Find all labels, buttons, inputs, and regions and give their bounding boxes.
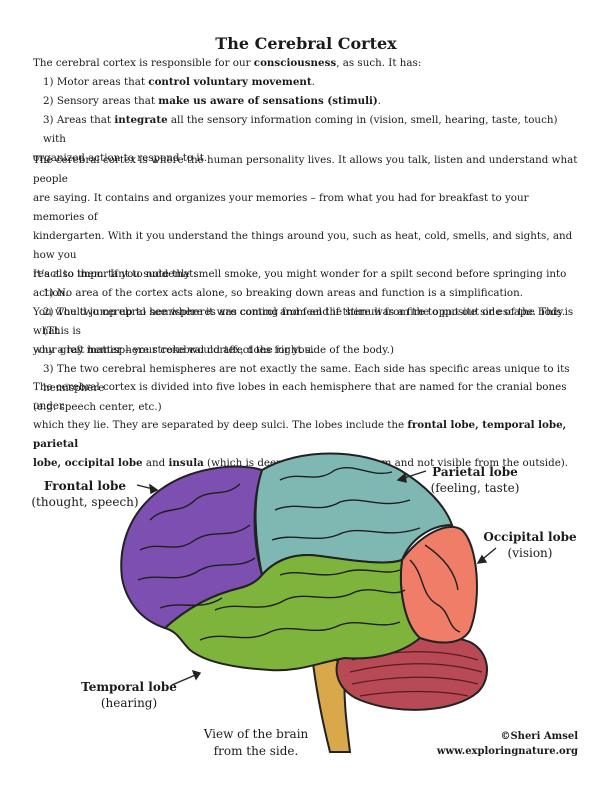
intro-item-3: 3) Areas that integrate all the sensory …: [33, 111, 581, 149]
intro-item-2-text: 2) Sensory areas that: [43, 95, 159, 107]
temporal-lobe-desc: (hearing): [100, 696, 158, 710]
intro-item-2: 2) Sensory areas that make us aware of s…: [33, 92, 581, 111]
intro-section: The cerebral cortex is responsible for o…: [33, 54, 581, 168]
lobes-line-1: The cerebral cortex is divided into five…: [33, 381, 567, 412]
intro-item-3-bold: integrate: [114, 114, 168, 126]
intro-lead-text: The cerebral cortex is responsible for o…: [33, 57, 254, 69]
caption-line-2: from the side.: [213, 744, 299, 758]
personality-line: You would jump up to see where it was co…: [33, 306, 574, 337]
temporal-lobe-shape: [163, 554, 422, 672]
intro-item-1-end: .: [311, 76, 315, 88]
intro-item-1-bold: control voluntary movement: [148, 76, 312, 88]
lobes-line-3-insula: insula: [168, 457, 204, 469]
intro-item-1-text: 1) Motor areas that: [43, 76, 149, 88]
notes-section: It’s also important to note that: 1) No …: [33, 265, 581, 417]
notes-lead: It’s also important to note that:: [33, 268, 197, 280]
note-2: 2) The two cerebral hemispheres are cont…: [43, 306, 566, 337]
occipital-lobe-desc: (vision): [507, 546, 553, 560]
brain-illustration: [120, 452, 497, 753]
personality-paragraph: The cerebral cortex is where the human p…: [33, 151, 581, 360]
note-3-cont: (e.g. speech center, etc.): [33, 401, 162, 413]
credit-block: ©Sheri Amsel www.exploringnature.org: [437, 729, 578, 759]
lobes-line-2-text: which they lie. They are separated by de…: [33, 419, 408, 431]
lobes-line-2: which they lie. They are separated by de…: [33, 416, 581, 454]
personality-line: react to them. If you suddenly smell smo…: [33, 268, 567, 299]
note-1: 1) No area of the cortex acts alone, so …: [43, 287, 524, 299]
caption-line-1: View of the brain: [203, 727, 309, 741]
lobes-line-2-bold: frontal lobe, temporal lobe, parietal: [33, 419, 567, 450]
brain-caption: View of the brain from the side.: [196, 726, 316, 760]
occipital-lobe-label: Occipital lobe (vision): [480, 529, 580, 561]
intro-item-3-cont: organized action to respond to it.: [33, 152, 208, 164]
frontal-lobe-name: Frontal lobe: [43, 479, 126, 493]
personality-line: The cerebral cortex is where the human p…: [33, 154, 578, 185]
intro-item-3-text: 3) Areas that: [43, 114, 115, 126]
intro-item-3-end: all the sensory information coming in (v…: [43, 114, 558, 145]
temporal-lobe-label: Temporal lobe (hearing): [74, 679, 184, 711]
credit-website[interactable]: www.exploringnature.org: [436, 746, 578, 757]
personality-line: are saying. It contains and organizes yo…: [33, 192, 529, 223]
lobes-line-3-bold: lobe, occipital lobe: [33, 457, 143, 469]
parietal-lobe-label: Parietal lobe (feeling, taste): [420, 464, 530, 496]
intro-lead-end: , as such. It has:: [336, 57, 422, 69]
parietal-lobe-desc: (feeling, taste): [430, 481, 520, 495]
page-title: The Cerebral Cortex: [215, 34, 397, 53]
occipital-lobe-name: Occipital lobe: [483, 530, 577, 544]
credit-author: ©Sheri Amsel: [500, 731, 578, 742]
frontal-lobe-label: Frontal lobe (thought, speech): [30, 478, 140, 510]
intro-item-1: 1) Motor areas that control voluntary mo…: [33, 73, 581, 92]
intro-lead-bold: consciousness: [253, 57, 337, 69]
lobes-line-3-and: and: [142, 457, 169, 469]
personality-line: your gray matter – your cerebral cortex,…: [33, 344, 315, 356]
intro-lead: The cerebral cortex is responsible for o…: [33, 54, 581, 73]
gyri-lines: [137, 467, 461, 641]
parietal-lobe-name: Parietal lobe: [432, 465, 518, 479]
intro-item-2-end: .: [377, 95, 382, 107]
intro-item-2-bold: make us aware of sensations (stimuli): [158, 95, 378, 107]
frontal-lobe-desc: (thought, speech): [31, 495, 139, 509]
label-arrows: [136, 470, 497, 686]
note-3: 3) The two cerebral hemispheres are not …: [43, 363, 570, 394]
personality-line: kindergarten. With it you understand the…: [33, 230, 573, 261]
note-2-cont: why a left hemisphere stroke would affec…: [33, 344, 394, 356]
temporal-lobe-name: Temporal lobe: [81, 680, 177, 694]
